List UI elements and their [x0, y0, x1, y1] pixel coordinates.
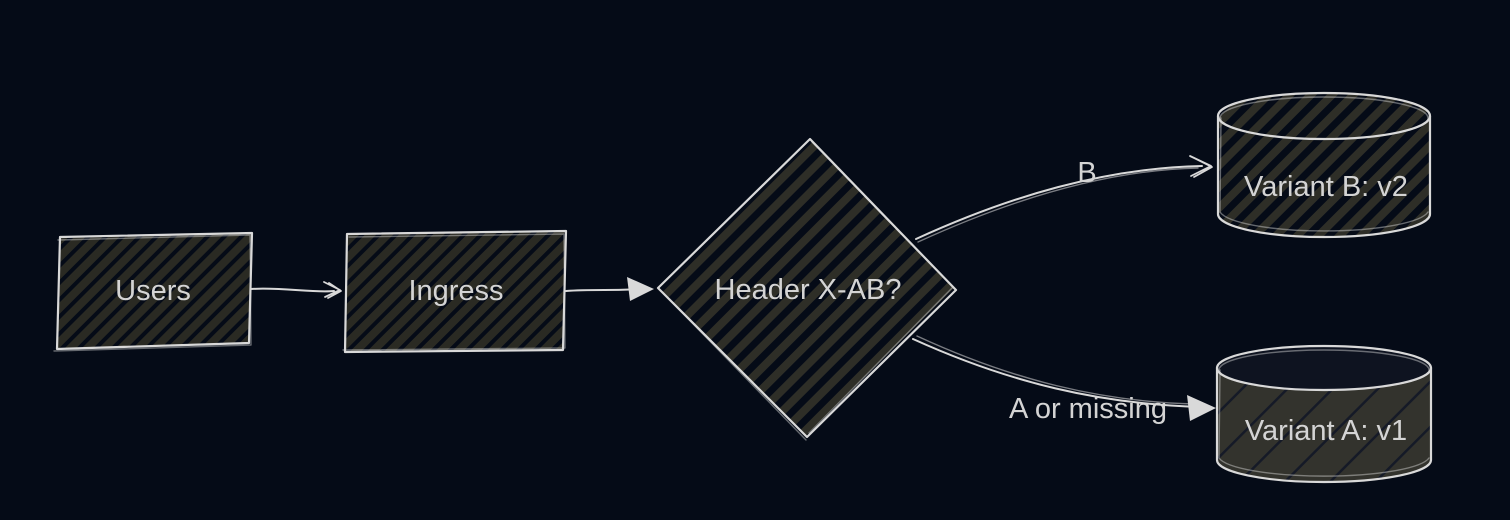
edge-header-check-variant-b: B [915, 155, 1213, 243]
users-box-outline-sketch [53, 234, 252, 352]
node-variant-a: Variant A: v1 [1215, 344, 1433, 484]
edge-a-line [912, 338, 1201, 408]
node-variant-b: Variant B: v2 [1216, 91, 1432, 239]
variant-b-fill [1218, 93, 1430, 237]
node-variant-a-label: Variant A: v1 [1245, 415, 1407, 447]
users-box-outline [55, 231, 254, 351]
diamond-outline [656, 137, 958, 439]
edge-header-check-variant-a: A or missing [912, 335, 1216, 425]
node-header-check: Header X-AB? [656, 137, 958, 441]
variant-a-top-ellipse [1215, 344, 1433, 392]
node-users-label: Users [115, 275, 191, 307]
diamond-outline-sketch [660, 141, 954, 441]
edge-b-line-sketch [917, 167, 1199, 243]
edge-b-line [915, 165, 1203, 240]
variant-b-body-sketch [1219, 117, 1429, 232]
edge-a-arrowhead-icon [1187, 395, 1216, 421]
edge-ingress-decision-line [565, 288, 639, 292]
ingress-box-fill [345, 231, 566, 352]
variant-b-body-outline [1216, 114, 1432, 239]
variant-a-body-sketch [1218, 369, 1430, 477]
node-variant-b-label: Variant B: v2 [1244, 171, 1408, 203]
ingress-box-outline [343, 229, 568, 354]
edge-b-arrowhead-icon [1189, 155, 1213, 178]
variant-b-top-ellipse [1216, 91, 1432, 141]
edge-ingress-header-check [565, 277, 654, 301]
edge-a-line-sketch [916, 335, 1197, 405]
variant-a-top-ellipse-sketch [1218, 349, 1430, 391]
users-box-fill [57, 233, 252, 349]
edge-users-ingress-line [250, 287, 335, 293]
variant-a-top-fill [1217, 346, 1431, 390]
node-ingress-label: Ingress [408, 275, 503, 307]
variant-a-body-outline [1215, 366, 1433, 484]
edge-ingress-decision-arrowhead-icon [627, 277, 654, 301]
node-ingress: Ingress [342, 229, 568, 354]
node-header-check-label: Header X-AB? [715, 274, 902, 306]
edge-a-label: A or missing [1009, 393, 1167, 425]
variant-b-top-ellipse-sketch [1219, 96, 1429, 140]
edge-users-ingress-arrowhead-icon [323, 281, 342, 299]
ingress-box-outline-sketch [342, 233, 566, 351]
edge-users-ingress [250, 281, 342, 299]
edge-b-label: B [1077, 157, 1096, 189]
node-users: Users [53, 231, 254, 352]
